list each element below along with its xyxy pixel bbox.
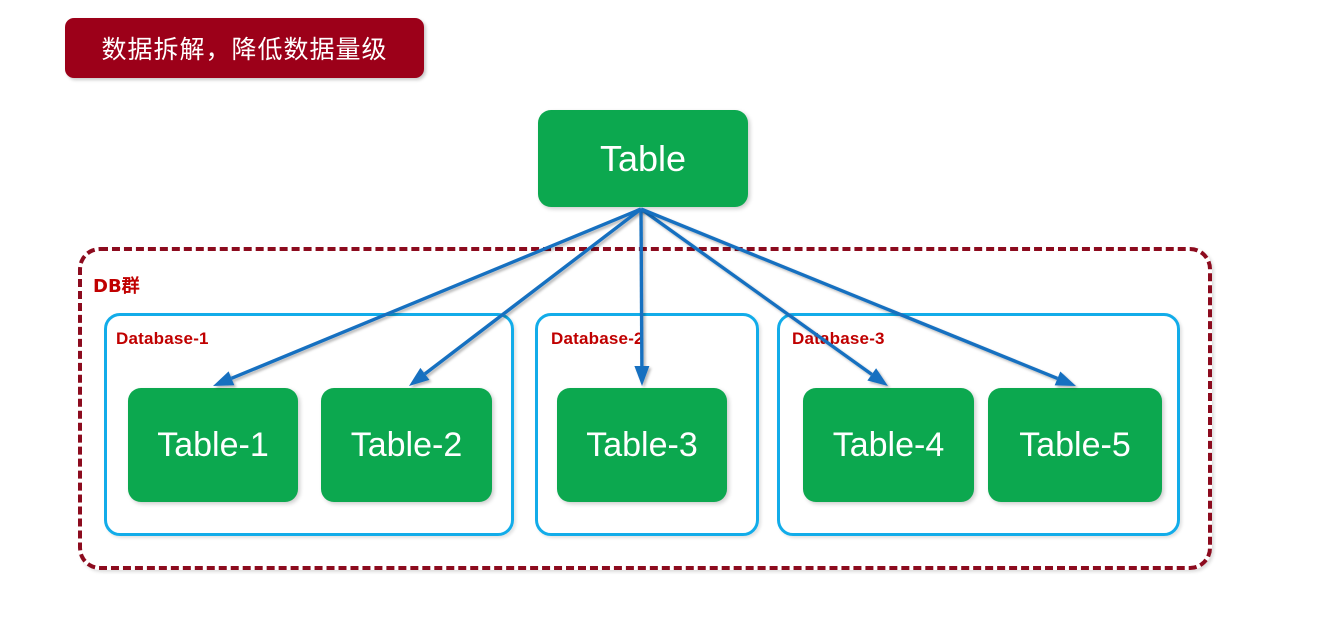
db-group-label: DB群 bbox=[93, 276, 140, 297]
node-table-3-label: Table-3 bbox=[586, 425, 698, 464]
node-table-4-label: Table-4 bbox=[832, 425, 945, 464]
node-table-1[interactable]: Table-1 bbox=[128, 388, 298, 502]
node-root-table[interactable]: Table bbox=[538, 110, 748, 207]
node-table-4[interactable]: Table-4 bbox=[803, 388, 974, 502]
title-banner: 数据拆解，降低数据量级 bbox=[65, 18, 424, 78]
database-label-1: Database-1 bbox=[116, 329, 209, 348]
node-table-2[interactable]: Table-2 bbox=[321, 388, 492, 502]
title-text: 数据拆解，降低数据量级 bbox=[101, 35, 388, 64]
node-table-1-label: Table-1 bbox=[157, 425, 269, 464]
node-root-table-label: Table bbox=[599, 137, 687, 179]
database-label-2: Database-2 bbox=[551, 329, 644, 348]
node-table-5[interactable]: Table-5 bbox=[988, 388, 1162, 502]
node-table-2-label: Table-2 bbox=[350, 425, 463, 464]
node-table-5-label: Table-5 bbox=[1019, 425, 1131, 464]
database-label-3: Database-3 bbox=[792, 329, 885, 348]
node-table-3[interactable]: Table-3 bbox=[557, 388, 727, 502]
